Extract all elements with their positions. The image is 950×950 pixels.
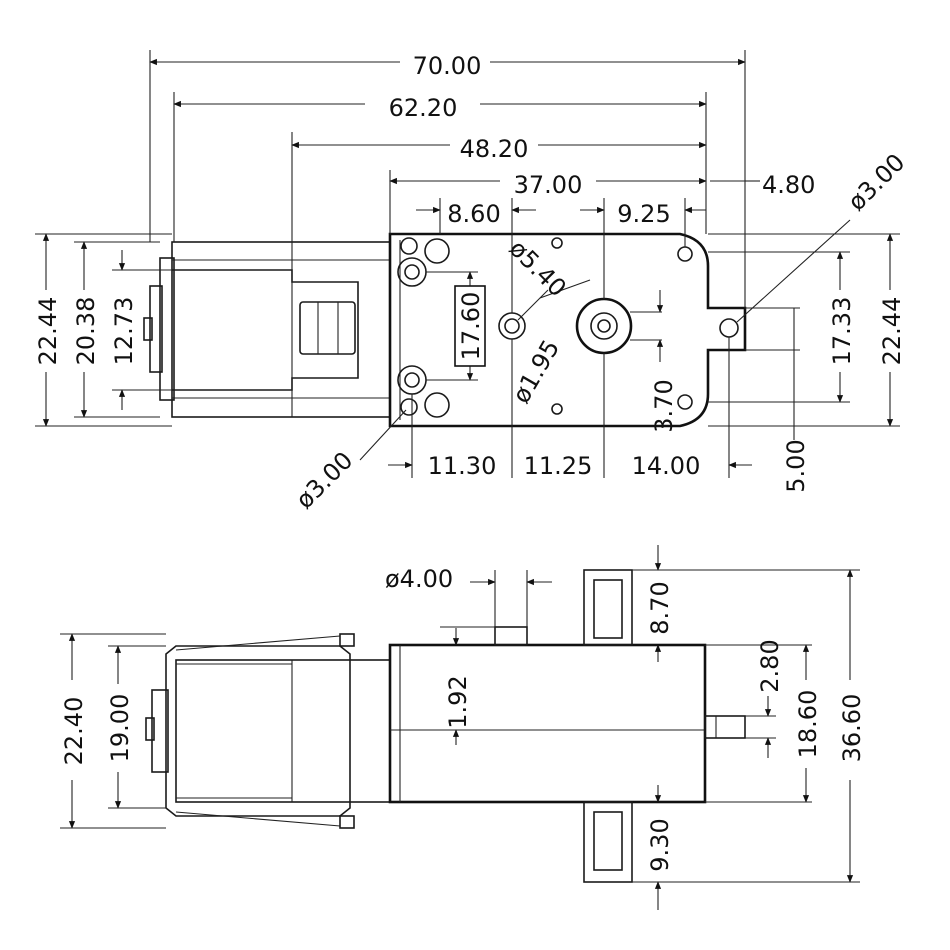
dim-mount-hole-dia: ø3.00: [290, 446, 358, 514]
leader-lines: [359, 219, 851, 461]
dim-tab-hole-dia: ø3.00: [842, 148, 910, 216]
gearbox-body-side: [388, 569, 746, 883]
dim-motor-inner: 19.00: [106, 694, 134, 763]
bottom-horizontal-dims: [388, 337, 752, 478]
side-view-dims: [60, 545, 860, 910]
dim-small-offset: 3.70: [650, 379, 678, 432]
dim-hole-to-shaft: 8.60: [447, 200, 500, 228]
dim-gearbox-body: 37.00: [514, 171, 583, 199]
dim-shaft-offset: 9.25: [617, 200, 670, 228]
dim-bracket-bottom: 9.30: [646, 818, 674, 871]
gearbox-body-top: [388, 232, 747, 428]
mounting-holes: [397, 237, 739, 418]
dim-hole-spacing: 17.60: [457, 292, 485, 361]
motor-body-side: [145, 633, 391, 829]
dim-tab-width: 5.00: [782, 439, 810, 492]
dim-height-outer-right: 22.44: [878, 297, 906, 366]
dim-bottom-a: 11.30: [428, 452, 497, 480]
top-view-labels: 70.00 62.20 48.20 37.00 4.80 8.60 9.25 ø…: [34, 52, 910, 514]
dim-overall-height: 36.60: [838, 694, 866, 763]
dim-shaft-dia: ø4.00: [385, 565, 453, 593]
dim-motor-height: 12.73: [110, 297, 138, 366]
dim-bracket-top: 8.70: [646, 581, 674, 634]
dim-tab-spacing: 17.33: [828, 297, 856, 366]
hole-spacing-dim: [426, 271, 486, 381]
dim-gearbox-length: 48.20: [460, 135, 529, 163]
side-view: ø4.00 8.70 2.80 18.60 36.60 9.30 22.40 1…: [60, 545, 866, 910]
dim-motor-outer: 22.40: [60, 697, 88, 766]
dim-height-outer-left: 22.44: [34, 297, 62, 366]
dim-offset: 1.92: [444, 675, 472, 728]
dim-bottom-c: 14.00: [632, 452, 701, 480]
dim-height-inner: 20.38: [72, 297, 100, 366]
dim-shaft-height: 2.80: [756, 639, 784, 692]
dim-bottom-b: 11.25: [524, 452, 593, 480]
dim-pin-dia: ø1.95: [507, 335, 565, 408]
top-view: 70.00 62.20 48.20 37.00 4.80 8.60 9.25 ø…: [34, 50, 910, 514]
dim-motor-to-body: 62.20: [389, 94, 458, 122]
dim-overall-length: 70.00: [413, 52, 482, 80]
right-vertical-dims: [630, 233, 900, 440]
top-horizontal-dims: [149, 50, 760, 313]
motor-body-top: [143, 241, 391, 418]
side-view-labels: ø4.00 8.70 2.80 18.60 36.60 9.30 22.40 1…: [60, 565, 866, 872]
left-vertical-dims: [35, 233, 172, 427]
dim-tab-length: 4.80: [762, 171, 815, 199]
dim-body-height: 18.60: [794, 690, 822, 759]
